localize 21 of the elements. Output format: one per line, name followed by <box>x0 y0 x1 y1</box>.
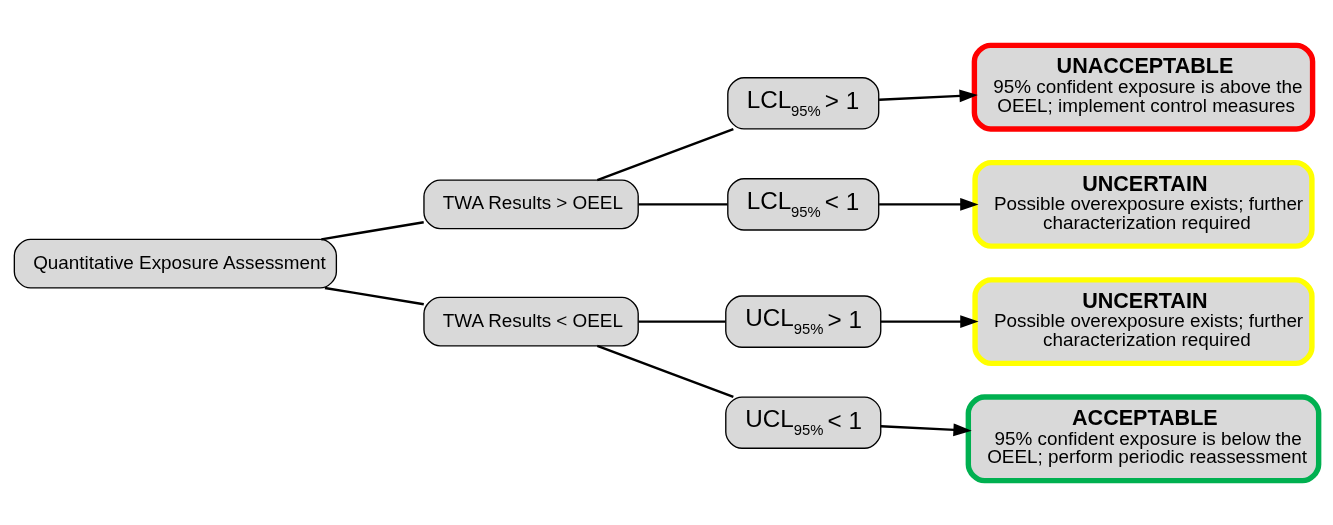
arrow <box>879 197 979 211</box>
node-box: LCL$_{95%}$ > 1 <box>727 76 880 130</box>
connector <box>596 127 734 181</box>
node-box: ACCEPTABLE 95% confident exposure is below the OEEL; perform periodic reassessment <box>965 393 1322 483</box>
arrow <box>880 314 979 328</box>
connector <box>596 344 734 398</box>
connector <box>324 286 424 305</box>
node-box: TWA Results < OEEL <box>423 296 639 347</box>
node-box: TWA Results > OEEL <box>423 178 639 229</box>
node-box: Quantitative Exposure Assessment <box>13 238 338 289</box>
arrow <box>879 89 978 102</box>
connector <box>638 202 728 206</box>
connector <box>638 319 726 323</box>
node-box: UNCERTAIN Possible overexposure exists; further characterization required <box>972 159 1315 249</box>
node-box: LCL$_{95%}$ < 1 <box>727 177 880 231</box>
connector <box>321 220 424 241</box>
node-box: UNACCEPTABLE 95% confident exposure is above the OEEL; implement control measures <box>971 42 1316 132</box>
node-box: UNCERTAIN Possible overexposure exists; further characterization required <box>972 276 1315 366</box>
node-box: UCL$_{95%}$ > 1 <box>725 294 882 348</box>
arrow <box>880 422 972 436</box>
node-box: UCL$_{95%}$ < 1 <box>725 395 882 449</box>
